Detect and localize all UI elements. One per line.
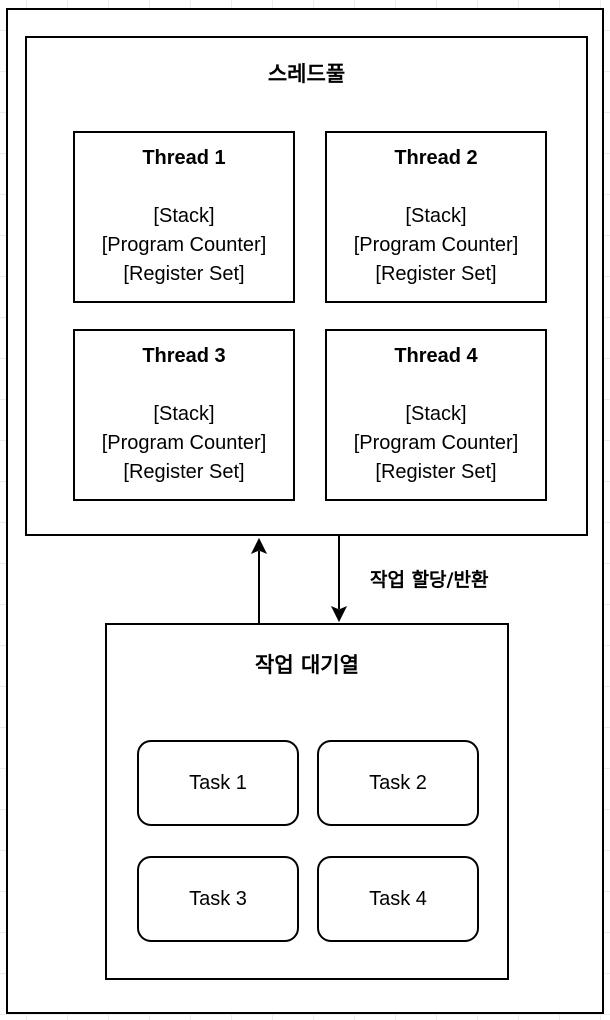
task-label: Task 4	[369, 887, 427, 910]
thread-stack-label: [Stack]	[153, 403, 215, 425]
task-box-4: Task 4	[317, 856, 479, 942]
thread-program-counter-label: [Program Counter]	[101, 234, 267, 256]
thread-name: Thread 4	[394, 345, 478, 367]
thread-register-set-label: [Register Set]	[123, 461, 245, 483]
task-box-3: Task 3	[137, 856, 299, 942]
thread-program-counter-label: [Program Counter]	[353, 234, 519, 256]
thread-box-2: Thread 2 [Stack] [Program Counter] [Regi…	[325, 131, 547, 303]
thread-box-3: Thread 3 [Stack] [Program Counter] [Regi…	[73, 329, 295, 501]
thread-stack-label: [Stack]	[153, 205, 215, 227]
thread-program-counter-label: [Program Counter]	[101, 432, 267, 454]
thread-name: Thread 1	[142, 147, 226, 169]
task-queue-title: 작업 대기열	[255, 653, 359, 677]
task-queue-box: 작업 대기열 Task 1 Task 2 Task 3 Task 4	[105, 623, 509, 980]
thread-pool-title: 스레드풀	[267, 62, 346, 86]
thread-name: Thread 3	[142, 345, 226, 367]
thread-box-4: Thread 4 [Stack] [Program Counter] [Regi…	[325, 329, 547, 501]
thread-name: Thread 2	[394, 147, 478, 169]
thread-register-set-label: [Register Set]	[123, 263, 245, 285]
task-label: Task 2	[369, 771, 427, 794]
task-label: Task 1	[189, 771, 247, 794]
thread-register-set-label: [Register Set]	[375, 263, 497, 285]
thread-box-1: Thread 1 [Stack] [Program Counter] [Regi…	[73, 131, 295, 303]
thread-pool-box: 스레드풀 Thread 1 [Stack] [Program Counter] …	[25, 36, 588, 536]
thread-program-counter-label: [Program Counter]	[353, 432, 519, 454]
thread-stack-label: [Stack]	[405, 205, 467, 227]
task-box-1: Task 1	[137, 740, 299, 826]
thread-stack-label: [Stack]	[405, 403, 467, 425]
connector-label: 작업 할당/반환	[370, 569, 489, 591]
thread-register-set-label: [Register Set]	[375, 461, 497, 483]
task-label: Task 3	[189, 887, 247, 910]
task-box-2: Task 2	[317, 740, 479, 826]
